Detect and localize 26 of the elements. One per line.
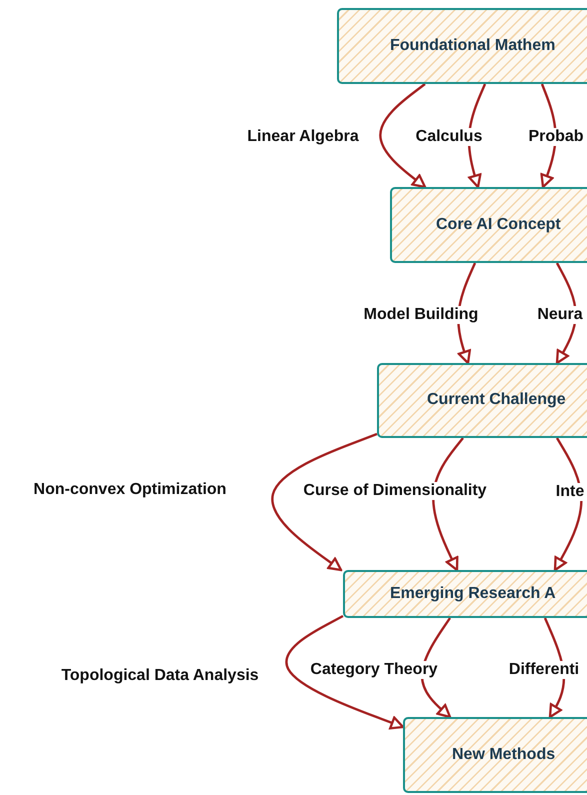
box-title: Current Challenge — [427, 391, 566, 409]
edge-label: Linear Algebra — [246, 128, 360, 146]
arrow — [432, 437, 464, 572]
process-box — [403, 717, 587, 793]
box-title: New Methods — [452, 746, 556, 764]
edge-label: Topological Data Analysis — [60, 667, 260, 685]
edge-label: Neura — [536, 306, 584, 324]
box-title: Emerging Research A — [390, 584, 556, 602]
edge-label: Non-convex Optimization — [32, 481, 228, 499]
process-box — [337, 8, 587, 84]
arrow — [285, 614, 404, 730]
box-title: Foundational Mathem — [390, 36, 556, 54]
process-box — [390, 187, 587, 263]
edge-label: Model Building — [362, 306, 480, 324]
edge-label: Differenti — [508, 661, 580, 679]
edge-label: Calculus — [414, 128, 484, 146]
process-box — [343, 570, 587, 618]
arrow — [554, 437, 583, 572]
box-title: Core AI Concept — [436, 216, 561, 234]
arrow — [271, 432, 378, 572]
process-box — [377, 363, 587, 438]
arrow — [379, 83, 426, 188]
edge-label: Category Theory — [309, 661, 439, 679]
edge-label: Curse of Dimensionality — [302, 482, 488, 500]
edge-label: Probab — [527, 128, 585, 146]
edge-label: Inte — [554, 483, 586, 501]
